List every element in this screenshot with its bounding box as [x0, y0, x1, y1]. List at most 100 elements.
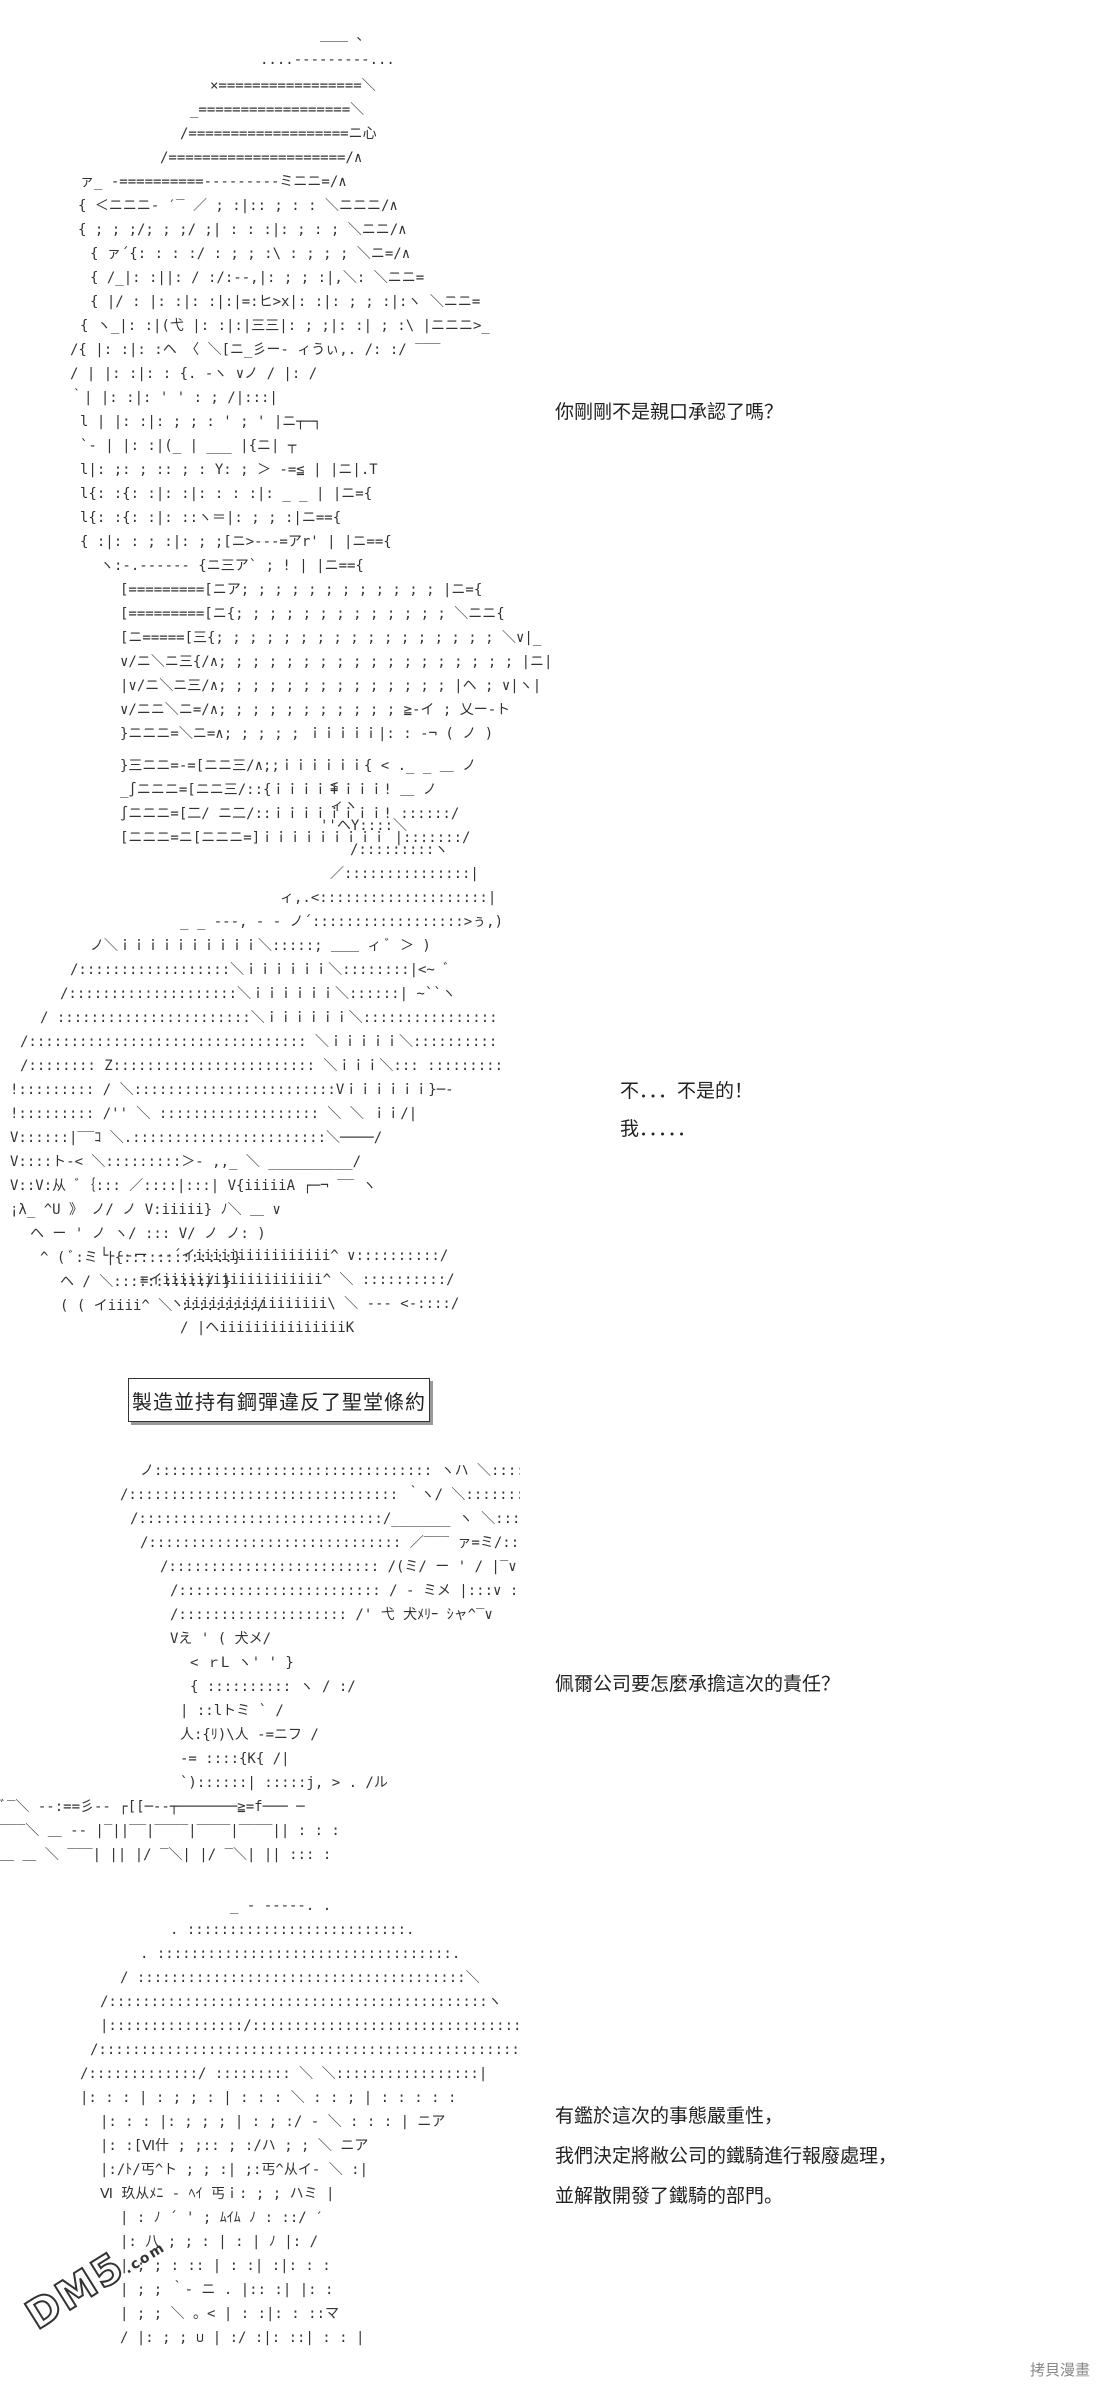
svg-text:/:::::::::::::/ ::::::::: ＼ ＼:: /:::::::::::::/ ::::::::: ＼ ＼:::::::::::… [80, 2066, 487, 2082]
svg-text:ァ_ -==========---------ミニニ=/∧: ァ_ -==========---------ミニニ=/∧ [80, 174, 347, 190]
dialog-line: 不．．．不是的！ [620, 1080, 754, 1102]
svg-text:}ニニニ=＼ニ=∧; ; ; ; ; ｉｉｉｉｉ|: :: }ニニニ=＼ニ=∧; ; ; ; ; ｉｉｉｉｉ|: : ‐¬ ( ノ ) [120, 726, 493, 742]
svg-text:`- | |: :|(_ | ___ |{ニ| ┬: `- | |: :|(_ | ___ |{ニ| ┬ [80, 438, 297, 454]
svg-text:/:::::::::::::::::::::::::::::: /:::::::::::::::::::::::::::::/_______ ヽ… [130, 1511, 520, 1527]
svg-text:V::V:从 ﾞ｛::: ／::::|:::| V{iiii: V::V:从 ﾞ｛::: ／::::|:::| V{iiiiiA ┌─¬ ‾‾ … [10, 1178, 376, 1194]
svg-text:人:{ﾘ)\人 ‐=ニフ /: 人:{ﾘ)\人 ‐=ニフ / [180, 1727, 319, 1743]
svg-text:_==================＼: _==================＼ [190, 102, 364, 118]
svg-text:`)::::::| :::::j, > . /ル: `)::::::| :::::j, > . /ル [180, 1775, 388, 1791]
svg-text:|::::::::::::::::/::::::::::::: |::::::::::::::::/::::::::::::::::::::::… [100, 2018, 520, 2034]
ascii-art-character-2-lower: └‐-‐ー ‐-´イiiiiiiiiiiiiiiii^ ∨::::::::::/… [100, 1247, 459, 1336]
svg-text:ヘ / ＼:::::::::::/ }: ヘ / ＼:::::::::::/ } [60, 1274, 231, 1290]
svg-text:/:::::::::::::::::::::::::::::: /:::::::::::::::::::::::::::::: ／‾‾‾ ァ=ミ… [140, 1535, 520, 1551]
svg-text:V::::ト-< ＼:::::::::＞- ,,_ ＼ __: V::::ト-< ＼:::::::::＞- ,,_ ＼ __________/ [10, 1154, 361, 1170]
svg-text:/:::::::::::::::::::::::::::::: /::::::::::::::::::::::::::::::::: ＼ｉｉｉｉ… [20, 1034, 500, 1050]
svg-text:!::::::::: /'' ＼ :::::::::::::: !::::::::: /'' ＼ ::::::::::::::::::: ＼ ＼… [10, 1106, 417, 1122]
svg-text:( ( イiiii^ ＼ :::::::::/: ( ( イiiii^ ＼ :::::::::/ [60, 1298, 265, 1314]
dialog-text: 不．．．不是的！ 我．．．．． [620, 1072, 753, 1148]
dialog-text: 你剛剛不是親口承認了嗎？ [555, 393, 783, 431]
svg-text:/ |: ; ; ∪ | :/ :|: ::| : : |: / |: ; ; ∪ | :/ :|: ::| : : | [120, 2330, 364, 2346]
svg-text:×=================＼: ×=================＼ [210, 78, 376, 94]
svg-text:{ ヽ_|: :|(弋 |: :|:|三三|: ; ;|:: { ヽ_|: :|(弋 |: :|:|三三|: ; ;|: :| ; :\ |ニ… [80, 318, 490, 334]
svg-text:¡λ_ ^U 》 ノ/ ノ V:iiiii} ﾉ＼ ＿ ∨: ¡λ_ ^U 》 ノ/ ノ V:iiiii} ﾉ＼ ＿ ∨ [10, 1202, 281, 1218]
svg-text:{ :|: : ; :|: ; ;[ニ>‐--=アr' |: { :|: : ; :|: ; ;[ニ>‐--=アr' | |ニ=={ [80, 534, 392, 550]
svg-text:|:/ﾄ/丐^ト ; ; :| ;:丐^从イ‐ ＼ :|: |:/ﾄ/丐^ト ; ; :| ;:丐^从イ‐ ＼ :| [100, 2162, 368, 2178]
dialog-line: 有鑑於這次的事態嚴重性， [555, 2105, 784, 2127]
svg-text:{ |/ : |: :|: :|:|=:ヒ>x|: :|:: { |/ : |: :|: :|:|=:ヒ>x|: :|: ; ; :|:ヽ ＼… [90, 294, 480, 310]
svg-text:_ ‐ -‐‐‐-. .: _ ‐ -‐‐‐-. . [230, 1898, 331, 1914]
svg-text:/:::::::::::::::::::: /' 弋 犬ﾒﾘ: /:::::::::::::::::::: /' 弋 犬ﾒﾘｰ ｼャ^‾∨ [170, 1607, 493, 1623]
svg-text:^ ( ﾞ:ミ |{:::::::::::::}: ^ ( ﾞ:ミ |{:::::::::::::} [40, 1250, 241, 1266]
svg-text:/:::::::: Z:::::::::::::::::::: /:::::::: Z:::::::::::::::::::::::: ＼ｉｉｉ… [20, 1058, 500, 1074]
svg-text:}三ニニ=-=[ニニ三/∧;;ｉｉｉｉｉｉ{ < ._ _: }三ニニ=-=[ニニ三/∧;;ｉｉｉｉｉｉ{ < ._ _ ＿ ノ [120, 758, 476, 774]
svg-text:[=========[ニ{; ; ; ; ; ; ; ; ;: [=========[ニ{; ; ; ; ; ; ; ; ; ; ; ; ; ＼… [120, 606, 505, 622]
svg-text:| : ﾉ ´ ' ; ﾑｲﾑ ﾉ : ::/ ′: | : ﾉ ´ ' ; ﾑｲﾑ ﾉ : ::/ ′ [120, 2210, 324, 2226]
svg-text:[ニ=====[三{; ; ; ; ; ; ; ; ; ;: [ニ=====[三{; ; ; ; ; ; ; ; ; ; ; ; ; ; ; … [120, 630, 542, 646]
svg-text:|∨/ニ＼ニ三/∧; ; ; ; ; ; ; ; ; ; ;: |∨/ニ＼ニ三/∧; ; ; ; ; ; ; ; ; ; ; ; ; ; |ヘ … [120, 678, 541, 694]
svg-text:＿＿ 、: ＿＿ 、 [320, 28, 370, 44]
svg-text:/=====================/∧: /=====================/∧ [160, 150, 362, 166]
dialog-line: 佩爾公司要怎麼承擔這次的責任？ [555, 1673, 841, 1695]
svg-text:/===================ニ心: /===================ニ心 [180, 126, 377, 142]
dialog-text: 佩爾公司要怎麼承擔這次的責任？ [555, 1665, 840, 1703]
site-watermark-text: 拷貝漫畫 [1029, 2361, 1090, 2379]
svg-text:[ニニニ=ニ[ニニニ=]ｉｉｉｉｉｉｉｉｉ |:::::::: [ニニニ=ニ[ニニニ=]ｉｉｉｉｉｉｉｉｉ |:::::::/ [120, 830, 470, 846]
svg-text:!::::::::: / ＼::::::::::::::::: !::::::::: / ＼::::::::::::::::::::::::Vｉ… [10, 1082, 454, 1098]
svg-text:ﾞ‾＼ ‐-:==彡‐‐ ┌[[─‐‐┬───────≧=f: ﾞ‾＼ ‐-:==彡‐‐ ┌[[─‐‐┬───────≧=f─── ─ [0, 1799, 305, 1815]
svg-text:l{: :{: :|: ::ヽ＝|: ; ; :|ニ=={: l{: :{: :|: ::ヽ＝|: ; ; :|ニ=={ [80, 510, 341, 526]
svg-text:＿ ＿ ＼ ‾‾‾| || |/ ‾＼| |/ ‾＼|: ＿ ＿ ＼ ‾‾‾| || |/ ‾＼| |/ ‾＼| || ::: : [0, 1847, 331, 1863]
svg-text:｀| |: :|: ' ' : ; /|:::|: ｀| |: :|: ' ' : ; /|:::| [70, 388, 278, 406]
svg-text:/:::::::::::::::::::::::::::::: /:::::::::::::::::::::::::::::::: ｀ヽ/ ＼:… [120, 1485, 520, 1503]
svg-text:／:::::::::::::::|: ／:::::::::::::::| [330, 866, 479, 882]
svg-text:≦: ≦ [330, 778, 338, 794]
svg-text:∨/ニニ＼ニ=/∧; ; ; ; ; ; ; ; ; ; ;: ∨/ニニ＼ニ=/∧; ; ; ; ; ; ; ; ; ; ; ≧-イ ; 乂ー‐… [120, 702, 510, 718]
svg-text:|: : : | : ; ; : | : : : ＼ : :: |: : : | : ; ; : | : : : ＼ : : ; | : : :… [80, 2090, 456, 2106]
svg-text:|: 八 ; ; : | : | ﾉ |: /: |: 八 ; ; : | : | ﾉ |: / [120, 2234, 318, 2250]
dialog-line: 你剛剛不是親口承認了嗎？ [555, 401, 784, 423]
dialog-text: 有鑑於這次的事態嚴重性， 我們決定將敝公司的鐵騎進行報廢處理， 並解散開發了鐵騎… [555, 2096, 897, 2216]
svg-text:ノ＼ｉｉｉｉｉｉｉｉｉｉ＼:::::; ＿＿ ィ ﾞ ＞ ): ノ＼ｉｉｉｉｉｉｉｉｉｉ＼:::::; ＿＿ ィ ﾞ ＞ ) [90, 938, 431, 954]
svg-text:/{ |: :|: :ヘ 〈 ＼[ニ_彡ー‐ ィうぃ,. /: /{ |: :|: :ヘ 〈 ＼[ニ_彡ー‐ ィうぃ,. /: :/ ‾‾‾ [70, 342, 441, 358]
svg-text:{ ァ´{: : : :/ : ; ; :\ : ; ; ;: { ァ´{: : : :/ : ; ; :\ : ; ; ; ＼ニ=/∧ [90, 246, 410, 262]
svg-text:V::::::|‾‾ｺ ＼.::::::::::::::::: V::::::|‾‾ｺ ＼.:::::::::::::::::::::::＼──… [10, 1130, 382, 1146]
svg-text:{ ; ; ;/; ; ;/ ;| : : :|: ; :: { ; ; ;/; ; ;/ ;| : : :|: ; : ; ＼ニニ/∧ [78, 222, 407, 238]
svg-text:|: : : |: ; ; ; | : ; :/ ‐ ＼ :: |: : : |: ; ; ; | : ; :/ ‐ ＼ : : : | ニア [100, 2114, 445, 2130]
svg-text:≡イiiiiiiiiiiiiiiiiiii^ ＼ :::::: ≡イiiiiiiiiiiiiiiiiiii^ ＼ ::::::::::/ [140, 1272, 455, 1288]
svg-text:| ; ; ＼ 。< | : :|: : ::マ: | ; ; ＼ 。< | : :|: : ::マ [120, 2306, 339, 2322]
svg-text:ヽ:-.-‐---- {ニ三ア` ; ! | |ニ=={: ヽ:-.-‐---- {ニ三ア` ; ! | |ニ=={ [100, 558, 364, 574]
svg-text:{ /_|: :||: / :/:‐-,|: ; ; :|,: { /_|: :||: / :/:‐-,|: ; ; :|,＼: ＼ニニ= [90, 270, 424, 286]
svg-text:/ |ヘiiiiiiiiiiiiiiiK: / |ヘiiiiiiiiiiiiiiiK [180, 1320, 355, 1336]
svg-text:Vえ ' ( 犬メ/: Vえ ' ( 犬メ/ [170, 1631, 271, 1647]
svg-text:∫ニニニ=[二/ ニ二/::ｉｉｉｉｉｉｉｉ! ::::::: ∫ニニニ=[二/ ニ二/::ｉｉｉｉｉｉｉｉ! ::::::/ [120, 805, 459, 822]
svg-text:‾‾‾＼ ＿ ‐‐ |‾||‾‾|‾‾‾‾|‾‾‾‾|‾‾‾: ‾‾‾＼ ＿ ‐‐ |‾||‾‾|‾‾‾‾|‾‾‾‾|‾‾‾‾|| : : : [0, 1823, 340, 1839]
svg-text:| ; ; : :: | : :| :|: : :: | ; ; : :: | : :| :|: : : [120, 2258, 331, 2274]
svg-text:/::::::::::::::::::::::::: /(ミ: /::::::::::::::::::::::::: /(ミ/ ー ' / |‾… [160, 1559, 520, 1575]
svg-text:/:::::::::::::::::::::::::::::: /:::::::::::::::::::::::::::::::::::::::… [100, 1994, 502, 2010]
svg-text:└‐-‐ー ‐-´イiiiiiiiiiiiiiiii^ ∨:: └‐-‐ー ‐-´イiiiiiiiiiiiiiiii^ ∨::::::::::/ [100, 1247, 448, 1264]
svg-text:/:::::::::::::::::::::::: / ‐: /:::::::::::::::::::::::: / ‐ ミメ |:::∨ :… [170, 1583, 520, 1599]
svg-text:....---------...: ....---------... [260, 52, 395, 68]
svg-text:ヘ ー ' ノ ヽ/ ::: V/ ノ ノ: ): ヘ ー ' ノ ヽ/ ::: V/ ノ ノ: ) [30, 1226, 266, 1242]
svg-text:/ | |: :|: : {. ‐ヽ ∨ノ / |: /: / | |: :|: : {. ‐ヽ ∨ノ / |: / [70, 366, 317, 382]
svg-text:< ｒL ヽ' ' }: < ｒL ヽ' ' } [190, 1655, 294, 1671]
svg-text:| ::lトミ ` /: | ::lトミ ` / [180, 1703, 284, 1719]
svg-text:''ヘY::::＼: ''ヘY::::＼ [320, 818, 407, 834]
svg-text:l | |: :|: ; ; : ' ; ' |ニ┬─┐: l | |: :|: ; ; : ' ; ' |ニ┬─┐ [80, 414, 322, 430]
dialog-line: 我們決定將敝公司的鐵騎進行報廢處理， [555, 2145, 898, 2167]
svg-text:. ::::::::::::::::::::::::::::: . :::::::::::::::::::::::::::::::::::. [140, 1946, 460, 1962]
ascii-art-character-4: _ ‐ -‐‐‐-. . . :::::::::::::::::::::::::… [80, 1898, 520, 2346]
caption-box: 製造並持有鋼彈違反了聖堂條約 [128, 1378, 430, 1422]
dialog-line: 並解散開發了鐵騎的部門。 [555, 2185, 784, 2207]
svg-text:ィ,.<::::::::::::::::::::|: ィ,.<::::::::::::::::::::| [280, 890, 496, 906]
svg-text:/:::::::::::::::::::::::::::::: /:::::::::::::::::::::::::::::::::::::::… [90, 2042, 520, 2058]
svg-text:l|: ;: ; :: ; : Y: ; ＞ -=≦ | |: l|: ;: ; :: ; : Y: ; ＞ -=≦ | |ニ|.T [80, 462, 378, 478]
svg-text:_∫ニニニ=[ニニ三/::{ｉｉｉｉｉｉｉｉ! ＿ ノ: _∫ニニニ=[ニニ三/::{ｉｉｉｉｉｉｉｉ! ＿ ノ [120, 781, 437, 798]
svg-text:| ; ; ｀‐ ニ . |:: :| |: :: | ; ; ｀‐ ニ . |:: :| |: : [120, 2280, 333, 2298]
ascii-art-character-1-lower: }三ニニ=-=[ニニ三/∧;;ｉｉｉｉｉｉ{ < ._ _ ＿ ノ _∫ニニニ=… [120, 758, 476, 846]
svg-text:|: :[Ⅵ什 ; ;:: ; :/ハ ; ; ＼ ニア: |: :[Ⅵ什 ; ;:: ; :/ハ ; ; ＼ ニア [100, 2138, 368, 2154]
svg-text:/:::::::::ヽ: /:::::::::ヽ [350, 842, 448, 858]
svg-text:/ :::::::::::::::::::::::＼ｉｉｉｉ: / :::::::::::::::::::::::＼ｉｉｉｉｉｉ＼:::::::… [40, 1010, 500, 1026]
svg-text:/::::::::::::::::::::＼ｉｉｉｉｉｉ＼:: /::::::::::::::::::::＼ｉｉｉｉｉｉ＼::::::| ~``… [60, 986, 456, 1002]
svg-text:ィヽ: ィヽ [330, 798, 358, 814]
svg-text:{ ＜ニニニ- ′‾ ／ ; :|:: ; : : ＼ニニニ: { ＜ニニニ- ′‾ ／ ; :|:: ; : : ＼ニニニ/∧ [78, 198, 398, 214]
